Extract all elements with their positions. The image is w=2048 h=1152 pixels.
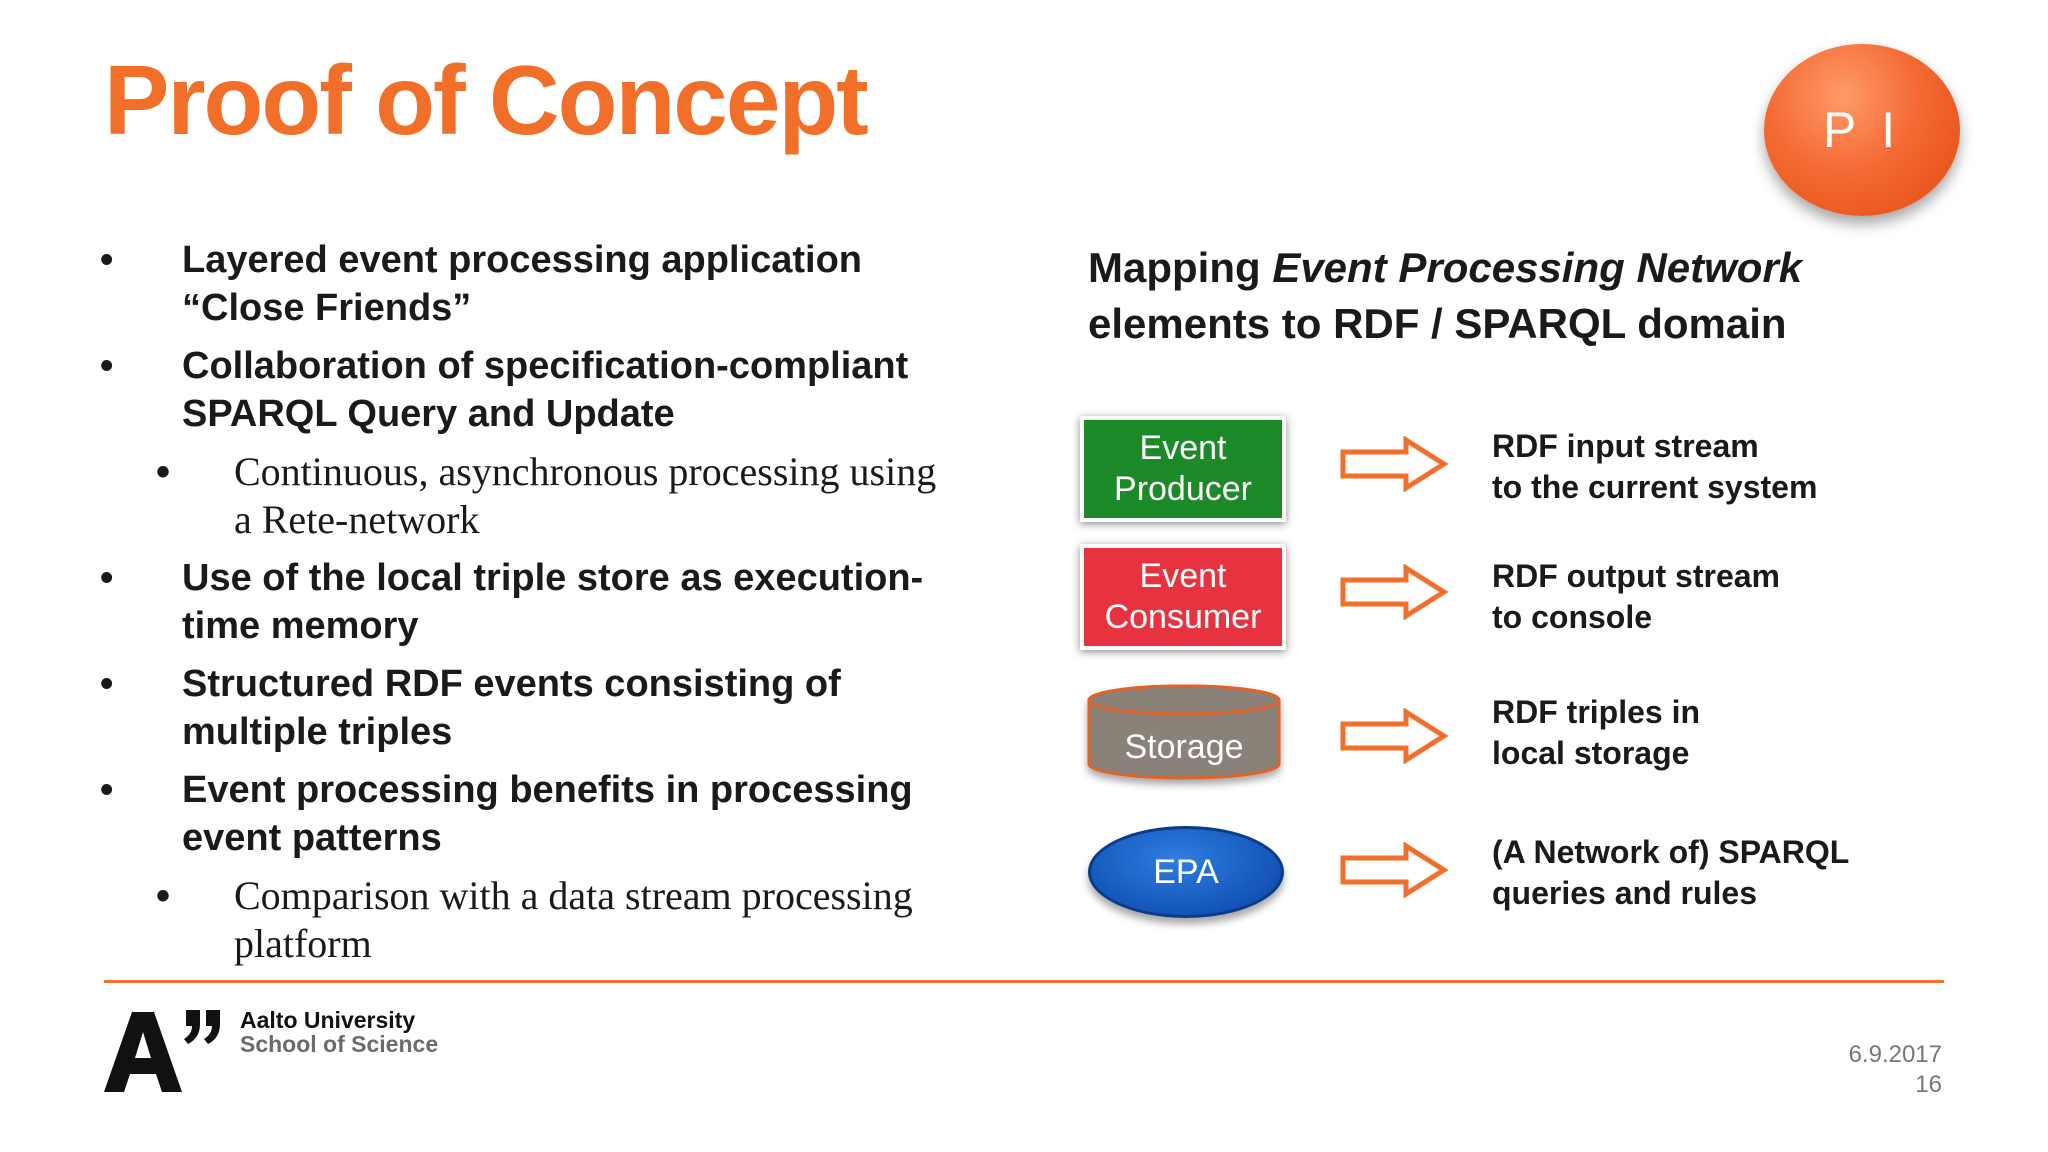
bullet-text-line: Use of the local triple store as executi… xyxy=(182,557,924,599)
event-producer-box: Event Producer xyxy=(1080,416,1286,522)
epa-ellipse: EPA xyxy=(1088,826,1284,918)
event-producer-label-line: Event xyxy=(1139,429,1227,467)
mapping-description-line: RDF input stream xyxy=(1492,428,1759,464)
mapping-heading: Mapping Event Processing Network element… xyxy=(1088,240,1802,352)
university-name-line: Aalto University xyxy=(240,1007,416,1033)
mapping-heading-prefix: Mapping xyxy=(1088,244,1273,291)
sub-bullet-item: • Comparison with a data stream processi… xyxy=(100,872,1020,968)
database-cylinder-icon xyxy=(1087,684,1281,780)
university-name: Aalto University School of Science xyxy=(240,1008,438,1056)
right-arrow-icon xyxy=(1340,842,1448,898)
mapping-description-line: local storage xyxy=(1492,735,1690,771)
slide-date: 6.9.2017 xyxy=(1848,1041,1942,1068)
sub-bullet-item: • Continuous, asynchronous processing us… xyxy=(100,448,1020,544)
bullet-item: • Use of the local triple store as execu… xyxy=(100,554,1020,650)
bullet-text-line: event patterns xyxy=(182,817,442,859)
bullet-text-line: platform xyxy=(234,921,372,966)
mapping-description: RDF output stream to console xyxy=(1492,556,1780,638)
mapping-description-line: RDF output stream xyxy=(1492,558,1780,594)
mapping-description: RDF input stream to the current system xyxy=(1492,426,1817,508)
mapping-description-line: (A Network of) SPARQL xyxy=(1492,834,1850,870)
aalto-logo-icon xyxy=(104,1010,220,1092)
storage-cylinder: Storage xyxy=(1086,684,1282,782)
right-arrow-icon xyxy=(1340,708,1448,764)
footer-meta: 6.9.2017 16 xyxy=(1849,1040,1942,1100)
slide-title: Proof of Concept xyxy=(104,45,869,155)
mapping-heading-line-2: elements to RDF / SPARQL domain xyxy=(1088,300,1787,347)
bullet-dot: • xyxy=(100,345,114,387)
bullet-text-line: Event processing benefits in processing xyxy=(182,769,913,811)
bullet-text-line: Continuous, asynchronous processing usin… xyxy=(234,449,937,494)
bullet-text-line: multiple triples xyxy=(182,711,453,753)
bullet-dot: • xyxy=(156,874,171,918)
bullet-item: • Layered event processing application “… xyxy=(100,236,1020,332)
school-name-line: School of Science xyxy=(240,1031,439,1057)
event-consumer-label-line: Event xyxy=(1139,557,1227,595)
page-number: 16 xyxy=(1915,1071,1942,1098)
bullet-dot: • xyxy=(156,450,171,494)
bullet-item: • Event processing benefits in processin… xyxy=(100,766,1020,862)
mapping-description-line: RDF triples in xyxy=(1492,694,1701,730)
footer-divider xyxy=(104,980,1944,983)
mapping-heading-italic: Event Processing Network xyxy=(1272,244,1803,291)
bullet-text-line: time memory xyxy=(182,605,419,647)
mapping-description-line: to console xyxy=(1492,599,1653,635)
event-consumer-box: Event Consumer xyxy=(1080,544,1286,650)
bullet-text-line: a Rete-network xyxy=(234,497,480,542)
right-arrow-icon xyxy=(1340,436,1448,492)
event-consumer-label-line: Consumer xyxy=(1104,598,1262,636)
bullet-dot: • xyxy=(100,239,114,281)
bullet-dot: • xyxy=(100,663,114,705)
right-arrow-icon xyxy=(1340,564,1448,620)
bullet-text-line: SPARQL Query and Update xyxy=(182,393,675,435)
bullet-dot: • xyxy=(100,769,114,811)
pi-badge-label: P I xyxy=(1822,102,1902,158)
pi-badge: P I xyxy=(1764,44,1960,216)
epa-label: EPA xyxy=(1153,852,1219,891)
mapping-description: RDF triples in local storage xyxy=(1492,692,1700,774)
mapping-description-line: to the current system xyxy=(1492,469,1818,505)
mapping-description: (A Network of) SPARQL queries and rules xyxy=(1492,832,1849,914)
mapping-description-line: queries and rules xyxy=(1492,875,1757,911)
bullet-text-line: Collaboration of specification-compliant xyxy=(182,345,909,387)
bullet-text-line: Comparison with a data stream processing xyxy=(234,873,913,918)
bullet-text-line: Structured RDF events consisting of xyxy=(182,663,841,705)
mapping-heading-line-1: Mapping Event Processing Network xyxy=(1088,240,1802,296)
bullet-item: • Structured RDF events consisting of mu… xyxy=(100,660,1020,756)
storage-label: Storage xyxy=(1124,728,1244,766)
bullet-text-line: “Close Friends” xyxy=(182,287,472,329)
event-producer-label-line: Producer xyxy=(1114,470,1252,508)
bullet-dot: • xyxy=(100,557,114,599)
bullet-text-line: Layered event processing application xyxy=(182,239,862,281)
bullet-item: • Collaboration of specification-complia… xyxy=(100,342,1020,438)
bullet-list: • Layered event processing application “… xyxy=(100,236,1020,978)
